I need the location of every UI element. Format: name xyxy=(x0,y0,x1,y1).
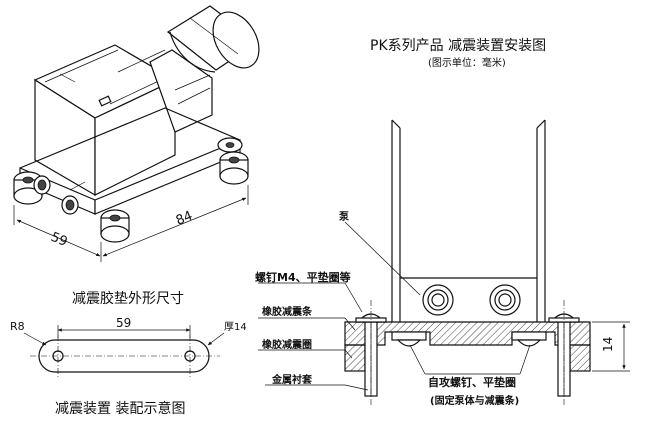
rubber-pad-outline-view: 减震胶垫外形尺寸 59 R8 厚14 减震装置 装配示意图 xyxy=(10,290,247,417)
label-tap2: (固定泵体与减震条) xyxy=(430,394,519,407)
install-dim-height: 14 xyxy=(601,337,615,352)
height-dimension xyxy=(592,321,630,372)
pad-dim-length: 59 xyxy=(116,316,131,330)
iso-dim-length: 84 xyxy=(174,209,195,229)
label-ring: 橡胶减震圈 xyxy=(262,338,312,351)
label-strip: 橡胶减震条 xyxy=(262,305,313,318)
pad-caption: 减震胶垫外形尺寸 xyxy=(72,290,184,307)
label-pump: 泵 xyxy=(339,211,350,223)
label-sleeve: 金属衬套 xyxy=(271,373,313,386)
pad-dim-radius: R8 xyxy=(10,320,25,333)
label-tap1: 自攻螺钉、平垫圈 xyxy=(428,375,516,389)
diagram-unit: (图示单位：毫米) xyxy=(428,56,506,69)
label-screw: 螺钉M4、平垫圈等 xyxy=(255,270,351,284)
rubber-strip xyxy=(344,321,591,346)
iso-dimensions xyxy=(13,185,249,262)
installation-section-view: PK系列产品 减震装置安装图 (图示单位：毫米) xyxy=(255,38,630,407)
pump-port-circles xyxy=(422,284,521,316)
pad-dim-thickness: 厚14 xyxy=(224,321,247,333)
mount-left xyxy=(344,313,387,397)
leader-lines xyxy=(258,221,531,391)
install-caption: 减震装置 装配示意图 xyxy=(55,400,185,417)
iso-dim-width: 59 xyxy=(49,230,70,250)
pump-body xyxy=(33,44,213,197)
motor-cylinder xyxy=(166,5,260,73)
pad-outline xyxy=(38,339,210,373)
pump-ports xyxy=(33,175,79,215)
isometric-pump-view: 59 84 xyxy=(13,5,260,262)
pump-body-section xyxy=(391,119,546,322)
self-tap-screws xyxy=(391,331,547,347)
diagram-title: PK系列产品 减震装置安装图 xyxy=(370,38,546,54)
